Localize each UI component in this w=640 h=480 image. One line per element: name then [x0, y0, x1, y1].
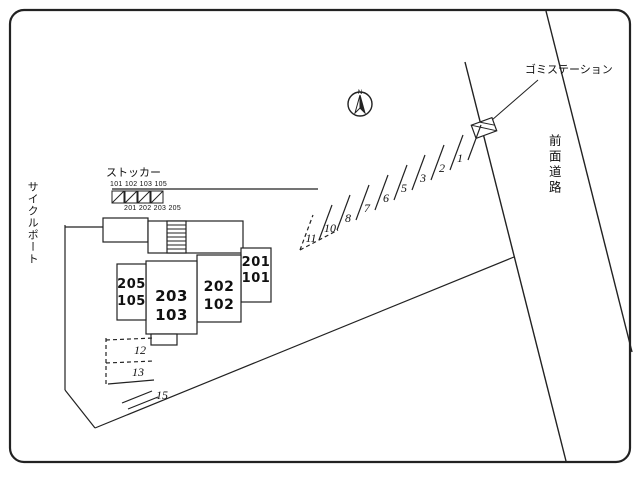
- parking-space-label: 3: [420, 171, 426, 185]
- unit-201-upper: 201: [241, 255, 271, 270]
- building-outline: [102, 217, 272, 346]
- parking-space-label: 11: [305, 231, 317, 245]
- parking-space-label: 15: [156, 388, 168, 402]
- parking-space-label: 13: [132, 365, 144, 379]
- stocker-boxes: [111, 190, 164, 204]
- unit-205-lower: 105: [117, 294, 146, 309]
- stairs-icon: [166, 220, 187, 254]
- north-wing-box: [147, 220, 244, 254]
- parking-space-label: 8: [345, 211, 351, 225]
- parking-space-label: 12: [134, 343, 146, 357]
- cycle-port-label: サイクルポート: [26, 181, 39, 265]
- unit-202-upper: 202: [203, 279, 235, 295]
- site-boundary: [64, 188, 515, 429]
- parking-space-label: 5: [401, 181, 407, 195]
- parking-space-label: 7: [364, 201, 370, 215]
- parking-space-label: 6: [383, 191, 389, 205]
- unit-203-upper: 203: [155, 287, 188, 305]
- cycle-port-box: [102, 217, 149, 243]
- unit-205-box: [116, 263, 147, 321]
- parking-space-label: 1: [457, 151, 463, 165]
- unit-203-box: [145, 260, 198, 335]
- unit-201-lower: 101: [241, 271, 271, 286]
- unit-203-lower: 103: [155, 306, 188, 324]
- compass-icon: [347, 91, 373, 117]
- unit-205-upper: 205: [117, 277, 146, 292]
- unit-202-lower: 102: [203, 297, 235, 313]
- compass-north-label: N: [357, 90, 363, 96]
- stocker-label: ストッカー: [106, 167, 161, 179]
- parking-space-label: 2: [439, 161, 445, 175]
- stocker-units-row1: 101 102 103 105: [110, 181, 168, 188]
- entrance-box: [150, 333, 178, 346]
- parking-dividers: [299, 124, 482, 251]
- front-road-label: 前面道路: [546, 134, 561, 196]
- garbage-station-label: ゴミステーション: [525, 64, 613, 76]
- stocker-units-row2: 201 202 203 205: [124, 205, 182, 212]
- garbage-leader-line: [491, 79, 539, 121]
- bottom-parking-lines: [105, 337, 159, 410]
- parking-space-label: 10: [324, 221, 336, 235]
